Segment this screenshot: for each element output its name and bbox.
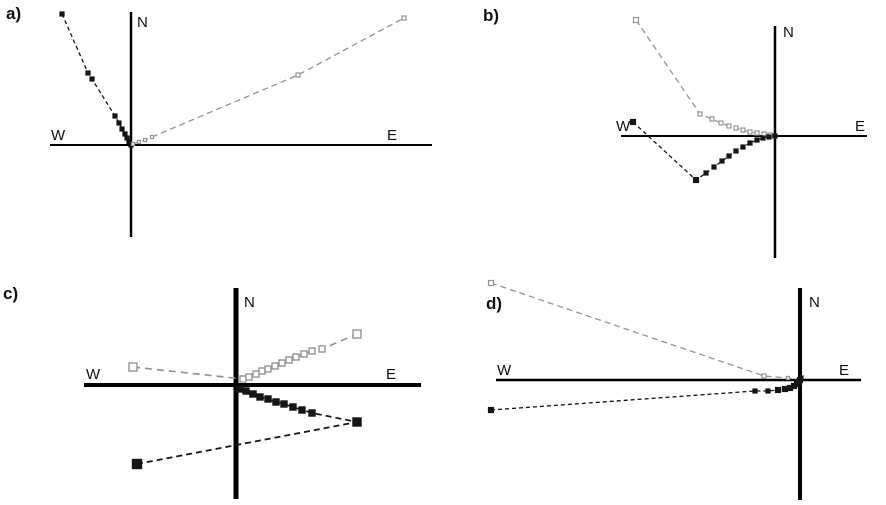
solid-square-series-point <box>256 393 264 401</box>
east-axis-label: E <box>855 118 865 135</box>
solid-square-series-point <box>289 403 297 411</box>
open-square-series-point <box>352 329 362 339</box>
solid-square-series-point <box>754 137 760 143</box>
solid-square-series-point <box>703 170 709 176</box>
panel-d: N W E <box>487 279 861 500</box>
open-square-series-point <box>747 129 753 135</box>
east-axis-label: E <box>839 362 849 379</box>
solid-square-series-point <box>264 395 272 403</box>
solid-square-series-point <box>629 118 637 126</box>
panel-b-label: b) <box>483 6 500 25</box>
solid-square-series-point <box>308 409 316 417</box>
open-square-series-point <box>718 120 724 126</box>
solid-square-series-point <box>692 176 700 184</box>
solid-square-series-point <box>726 153 732 159</box>
solid-square-series-point <box>298 406 306 414</box>
west-axis-label: W <box>51 127 66 144</box>
open-square-series-point <box>401 15 407 21</box>
solid-square-series-point <box>487 406 495 414</box>
panel-c-label: c) <box>3 284 19 303</box>
open-square-series-point <box>754 130 760 136</box>
solid-square-series-point <box>85 70 91 76</box>
open-square-series-point <box>264 365 272 373</box>
panel-b: N W E <box>616 16 867 258</box>
north-axis-label: N <box>137 14 148 31</box>
open-square-series-path <box>132 333 358 380</box>
open-square-series-point <box>285 356 293 364</box>
open-square-series-path <box>490 282 801 381</box>
open-square-series-point <box>142 137 148 143</box>
solid-square-series-point <box>116 120 122 126</box>
open-square-series-point <box>487 279 495 287</box>
panel-d-label: d) <box>486 294 503 313</box>
open-square-series-point <box>785 375 791 381</box>
solid-square-series-point <box>733 148 739 154</box>
open-square-series-point <box>252 370 260 378</box>
open-square-series-point <box>258 367 266 375</box>
open-square-series-point <box>136 139 142 145</box>
solid-square-series-point <box>119 126 125 132</box>
open-square-series-point <box>632 16 640 24</box>
west-axis-label: W <box>497 362 512 379</box>
open-square-series-point <box>239 375 247 383</box>
open-square-series-path <box>132 17 405 145</box>
solid-square-series-point <box>89 76 95 82</box>
solid-square-series-point <box>781 385 789 393</box>
solid-square-series-point <box>719 158 725 164</box>
solid-square-series-point <box>122 131 128 137</box>
open-square-series-point <box>733 125 739 131</box>
west-axis-label: W <box>86 366 101 383</box>
open-square-series-point <box>726 123 732 129</box>
solid-square-series-point <box>774 386 782 394</box>
solid-square-series-point <box>765 388 771 394</box>
solid-square-series-point <box>131 458 143 470</box>
solid-square-series-path <box>490 377 802 411</box>
open-square-series-point <box>278 359 286 367</box>
open-square-series-path <box>635 19 776 137</box>
solid-square-series-point <box>112 113 118 119</box>
open-square-series-point <box>740 127 746 133</box>
open-square-series-point <box>295 72 301 78</box>
north-axis-label: N <box>783 24 794 41</box>
solid-square-series-point <box>747 140 753 146</box>
panel-c: N W E <box>84 288 421 499</box>
panel-a: N W E <box>50 11 432 237</box>
solid-square-series-point <box>59 11 65 17</box>
open-square-series-point <box>271 362 279 370</box>
north-axis-label: N <box>244 294 255 311</box>
solid-square-series-path <box>136 388 358 465</box>
solid-square-series-point <box>798 375 804 381</box>
north-axis-label: N <box>809 294 820 311</box>
solid-square-series-point <box>772 133 778 139</box>
open-square-series-point <box>709 116 715 122</box>
open-square-series-point <box>292 353 300 361</box>
solid-square-series-point <box>236 385 244 393</box>
open-square-series-point <box>761 131 767 137</box>
open-square-series-point <box>149 134 155 140</box>
solid-square-series-point <box>760 135 766 141</box>
open-square-series-point <box>300 350 308 358</box>
solid-square-series-point <box>280 400 288 408</box>
solid-square-series-point <box>752 388 758 394</box>
solid-square-series-point <box>740 144 746 150</box>
open-square-series-point <box>128 362 138 372</box>
solid-square-series-point <box>242 387 250 395</box>
open-square-series-point <box>318 345 326 353</box>
east-axis-label: E <box>387 127 397 144</box>
solid-square-series-point <box>249 390 257 398</box>
solid-square-series-point <box>352 417 362 427</box>
open-square-series-point <box>761 373 767 379</box>
solid-square-series-point <box>711 164 717 170</box>
solid-square-series-point <box>766 134 772 140</box>
east-axis-label: E <box>386 366 396 383</box>
open-square-series-point <box>245 373 253 381</box>
open-square-series-point <box>130 141 136 147</box>
panel-a-label: a) <box>6 4 22 23</box>
solid-square-series-point <box>272 398 280 406</box>
open-square-series-point <box>697 111 703 117</box>
open-square-series-point <box>308 347 316 355</box>
solid-square-series-point <box>124 135 130 141</box>
west-axis-label: W <box>616 118 631 135</box>
